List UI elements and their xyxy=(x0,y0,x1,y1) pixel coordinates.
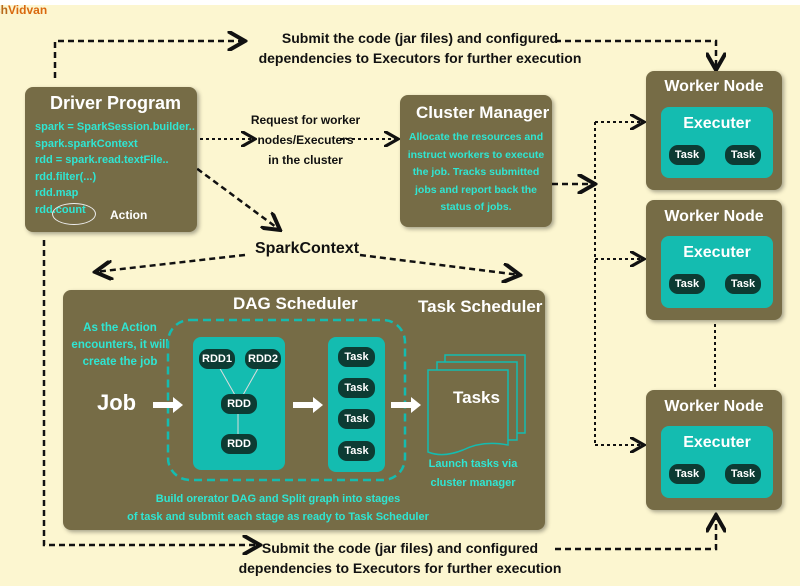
executor-box: Executer Task Task xyxy=(661,236,773,308)
worker-node-2: Worker Node Executer Task Task xyxy=(646,200,782,320)
rdd-links xyxy=(217,364,261,437)
worker-node-1: Worker Node Executer Task Task xyxy=(646,71,782,190)
task-pill: Task xyxy=(725,274,761,294)
bottom-right-arrow xyxy=(555,515,716,551)
executor-box: Executer Task Task xyxy=(661,426,773,498)
executor-title: Executer xyxy=(683,434,751,451)
rdd-node: RDD xyxy=(221,434,257,454)
top-bar xyxy=(0,0,800,5)
rdd-node: RDD1 xyxy=(199,349,235,369)
executor-title: Executer xyxy=(683,244,751,261)
logo: chVidvan xyxy=(0,3,48,17)
white-arrows xyxy=(153,397,421,413)
worker-title: Worker Node xyxy=(664,398,764,415)
scheduler-graphics xyxy=(153,318,526,482)
worker-title: Worker Node xyxy=(664,78,764,95)
scheduler-box: DAG Scheduler Task Scheduler As the Acti… xyxy=(63,290,545,530)
build-note: Build orerator DAG and Split graph into … xyxy=(127,493,429,523)
driver-code: spark = SparkSession.builder..spark.spar… xyxy=(35,121,195,216)
task-scheduler-title: Task Scheduler xyxy=(418,297,543,316)
tasks-doc-label: Tasks xyxy=(453,388,500,407)
top-note: Submit the code (jar files) and configur… xyxy=(258,30,582,66)
executor-box: Executer Task Task xyxy=(661,107,773,178)
task-pill: Task xyxy=(669,464,705,484)
driver-program-box: Driver Program spark = SparkSession.buil… xyxy=(25,87,197,232)
cluster-manager-title: Cluster Manager xyxy=(416,103,550,122)
worker-node-3: Worker Node Executer Task Task xyxy=(646,390,782,510)
top-left-arrow xyxy=(53,41,245,78)
task-pill: Task xyxy=(669,145,705,165)
task-panel: Task Task Task Task xyxy=(328,337,385,472)
spark-context-label: SparkContext xyxy=(255,240,360,257)
action-label: Action xyxy=(110,208,148,222)
task-pill: Task xyxy=(725,464,761,484)
rdd-node: RDD xyxy=(221,394,257,414)
executor-title: Executer xyxy=(683,115,751,132)
task-pill: Task xyxy=(338,347,375,367)
count-highlight-ellipse xyxy=(52,203,96,225)
task-pill: Task xyxy=(669,274,705,294)
top-right-arrow xyxy=(555,39,716,70)
driver-title: Driver Program xyxy=(50,93,182,113)
task-pill: Task xyxy=(338,378,375,398)
worker-title: Worker Node xyxy=(664,208,764,225)
bottom-note: Submit the code (jar files) and configur… xyxy=(238,540,562,576)
left-vertical-line xyxy=(42,240,260,545)
spark-context-left-arrow xyxy=(95,253,246,272)
dag-dashed-boundary xyxy=(166,318,407,482)
spark-context-right-arrow xyxy=(359,253,520,275)
rdd-panel: RDD1 RDD2 RDD RDD xyxy=(193,337,285,470)
cluster-manager-box: Cluster Manager Allocate the resources a… xyxy=(400,95,552,227)
dag-scheduler-title: DAG Scheduler xyxy=(233,294,358,313)
task-pill: Task xyxy=(725,145,761,165)
task-pill: Task xyxy=(338,409,375,429)
job-label: Job xyxy=(97,390,137,415)
task-pill: Task xyxy=(338,441,375,461)
tasks-doc-icon xyxy=(427,354,526,456)
rdd-node: RDD2 xyxy=(245,349,281,369)
